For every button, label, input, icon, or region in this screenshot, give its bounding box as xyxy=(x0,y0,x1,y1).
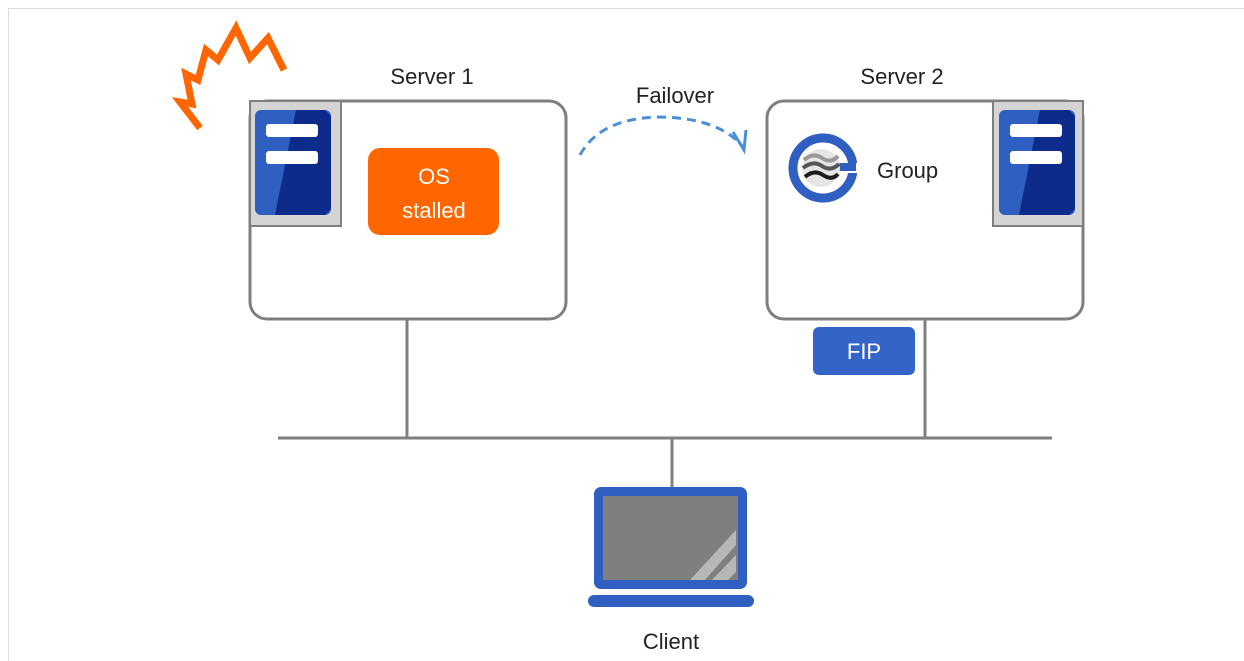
server2-title: Server 2 xyxy=(860,64,943,89)
laptop-icon xyxy=(588,487,754,607)
failover-arrow: Failover xyxy=(578,83,748,156)
server2: Server 2 Group FIP xyxy=(765,64,1085,375)
server1: Server 1 OS stalled xyxy=(248,64,568,321)
group-label: Group xyxy=(877,158,938,183)
os-stalled-line1: OS xyxy=(418,164,450,189)
os-stalled-line2: stalled xyxy=(402,198,466,223)
server-tower-icon xyxy=(249,100,342,227)
network xyxy=(278,320,1052,487)
cluster-group-icon xyxy=(788,133,860,203)
failover-label: Failover xyxy=(636,83,714,108)
os-stalled-badge xyxy=(368,148,499,235)
server-tower-icon xyxy=(992,100,1084,227)
server1-title: Server 1 xyxy=(390,64,473,89)
fip-badge xyxy=(813,327,915,375)
client-label: Client xyxy=(643,629,699,654)
figure-frame xyxy=(8,8,1244,661)
client: Client xyxy=(588,487,754,654)
alert-zigzag-icon xyxy=(171,20,288,131)
fip-label: FIP xyxy=(847,339,881,364)
